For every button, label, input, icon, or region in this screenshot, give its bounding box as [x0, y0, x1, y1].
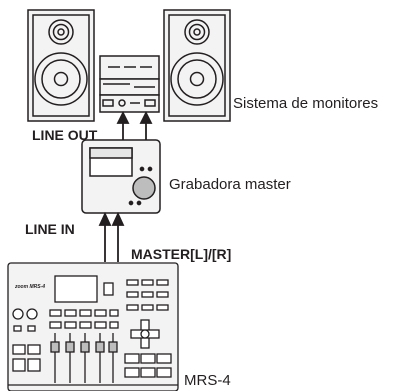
left-speaker	[27, 9, 95, 122]
master-lr-label: MASTER[L]/[R]	[131, 246, 232, 262]
line-in-label: LINE IN	[25, 221, 75, 237]
monitor-system-label: Sistema de monitores	[233, 95, 379, 112]
master-recorder	[81, 139, 161, 214]
line-out-label: LINE OUT	[32, 127, 98, 143]
line-out-arrows	[116, 110, 153, 140]
line-in-arrows	[98, 211, 125, 262]
right-speaker	[163, 9, 231, 122]
stereo-unit	[99, 55, 160, 113]
master-recorder-label: Grabadora master	[169, 176, 291, 193]
mrs4-device	[7, 262, 179, 391]
mrs4-label: MRS-4	[184, 372, 231, 389]
mrs4-logo: zoom MRS-4	[15, 284, 45, 290]
